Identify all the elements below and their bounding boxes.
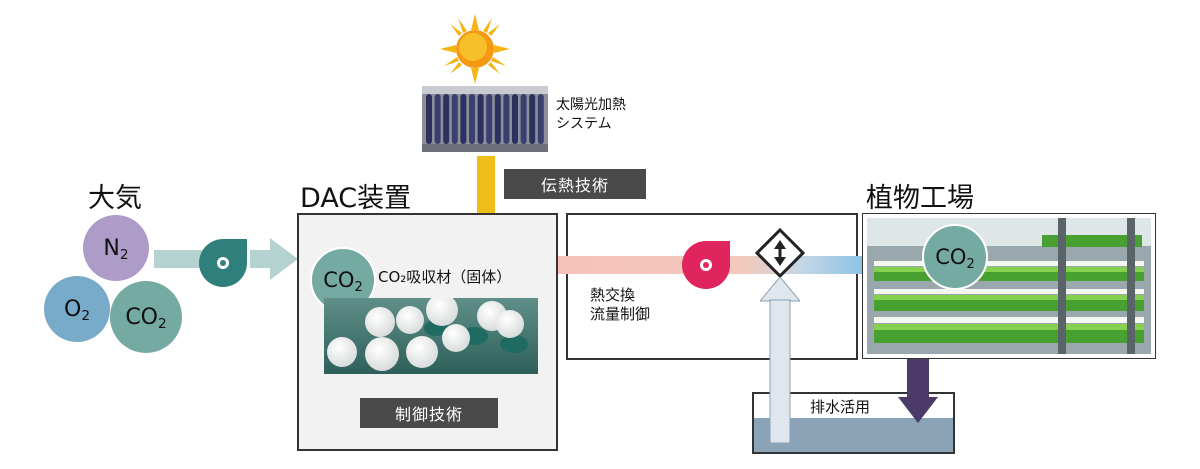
exchange-label: 熱交換 流量制御	[590, 286, 650, 324]
plant-factory-image	[862, 213, 1156, 359]
plant-co2-formula: CO2	[935, 245, 975, 273]
dac-co2-formula: CO2	[323, 268, 363, 296]
collector-tube	[494, 94, 501, 144]
exchange-label-line1: 熱交換	[590, 286, 636, 304]
atmosphere-title: 大気	[88, 183, 142, 214]
absorbent-label: CO₂吸収材（固体）	[378, 268, 512, 286]
solar-label-line1: 太陽光加熱	[556, 97, 626, 113]
exchange-fan-icon	[682, 241, 730, 289]
plant-co2-badge: CO2	[922, 224, 988, 290]
collector-tube	[477, 94, 484, 144]
collector-tube	[537, 94, 544, 144]
collector-tube	[503, 94, 510, 144]
collector-tube	[469, 94, 475, 144]
absorbent-beads-image	[324, 298, 538, 374]
intake-airflow-arrow	[154, 238, 298, 280]
drainage-arrow	[898, 359, 938, 423]
control-technology-label: 制御技術	[360, 398, 498, 428]
heat-transfer-label: 伝熱技術	[504, 169, 646, 199]
drainage-label: 排水活用	[810, 398, 871, 416]
collector-tube	[460, 94, 467, 144]
tank-rim	[754, 392, 953, 394]
solar-collector-image	[422, 86, 548, 152]
intake-fan-icon	[199, 239, 247, 287]
collector-tube	[520, 94, 527, 144]
collector-tube	[512, 94, 518, 144]
collector-tube	[443, 94, 450, 144]
o2-formula: O2	[64, 296, 90, 324]
exchange-label-line2: 流量制御	[590, 305, 651, 323]
solar-label-line2: システム	[556, 116, 612, 132]
collector-tube	[529, 94, 536, 144]
diamond-updown-valve-icon	[755, 228, 805, 278]
co2-molecule-circle: CO2	[110, 281, 182, 353]
co2-formula: CO2	[125, 304, 167, 332]
o2-molecule-circle: O2	[44, 276, 110, 342]
water-supply-arrow	[760, 277, 800, 443]
collector-tube	[451, 94, 458, 144]
n2-formula: N2	[103, 235, 129, 263]
n2-molecule-circle: N2	[83, 215, 149, 281]
collector-tube	[426, 94, 432, 144]
plant-factory-title: 植物工場	[866, 183, 974, 214]
solar-heating-label: 太陽光加熱 システム	[556, 96, 626, 134]
sun-icon	[440, 14, 510, 84]
collector-tube	[486, 94, 493, 144]
collector-tube	[434, 94, 441, 144]
dac-title: DAC装置	[300, 183, 412, 214]
